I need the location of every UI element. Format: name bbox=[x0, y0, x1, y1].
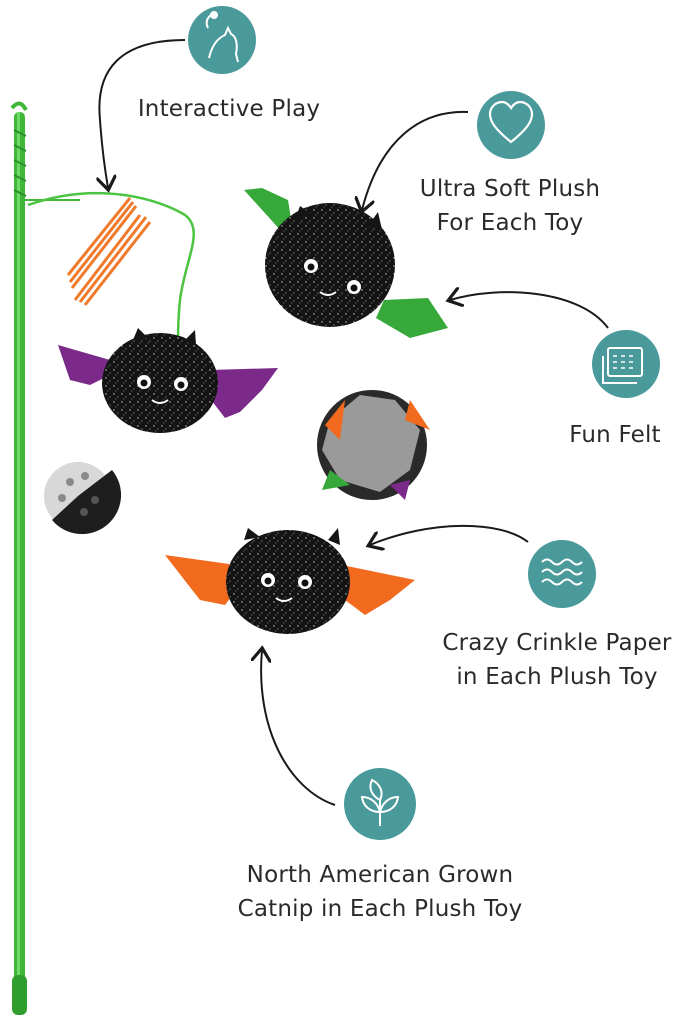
label-line: Crazy Crinkle Paper bbox=[442, 630, 672, 656]
arrow-ultra-soft-plush bbox=[362, 110, 469, 210]
label-fun-felt: Fun Felt bbox=[560, 418, 670, 452]
arrow-crazy-crinkle bbox=[370, 524, 529, 545]
badge-catnip bbox=[344, 768, 416, 840]
heart-icon bbox=[488, 100, 534, 144]
leaf-sprout-icon bbox=[360, 778, 400, 826]
label-line: in Each Plush Toy bbox=[456, 664, 658, 690]
arrow-interactive-play bbox=[99, 39, 186, 188]
label-line: Interactive Play bbox=[137, 96, 321, 122]
felt-sheets-icon bbox=[602, 347, 643, 384]
label-catnip: North American Grown Catnip in Each Plus… bbox=[228, 858, 532, 926]
label-crazy-crinkle: Crazy Crinkle Paper in Each Plush Toy bbox=[435, 626, 679, 694]
label-line: Catnip in Each Plush Toy bbox=[237, 896, 523, 922]
label-interactive-play: Interactive Play bbox=[118, 92, 340, 126]
label-line: North American Grown bbox=[246, 862, 514, 888]
label-line: Fun Felt bbox=[569, 422, 661, 448]
orange-bat-toy bbox=[165, 528, 415, 634]
wavy-lines-icon bbox=[541, 558, 583, 586]
arrow-fun-felt bbox=[450, 292, 609, 329]
label-line: For Each Toy bbox=[436, 210, 584, 236]
badge-interactive-play bbox=[188, 6, 256, 74]
purple-bat-toy bbox=[58, 328, 278, 433]
green-bat-toy bbox=[244, 188, 448, 338]
crinkle-ball-toy bbox=[317, 390, 430, 500]
badge-ultra-soft-plush bbox=[477, 91, 545, 159]
arrow-catnip bbox=[261, 650, 336, 806]
cat-playing-icon bbox=[205, 11, 239, 63]
callout-arrows bbox=[99, 39, 609, 806]
jingle-ball-toy bbox=[44, 462, 122, 535]
spring-toy bbox=[66, 197, 152, 306]
wand-toy bbox=[10, 101, 195, 1015]
badge-fun-felt bbox=[592, 330, 660, 398]
label-ultra-soft-plush: Ultra Soft Plush For Each Toy bbox=[400, 172, 620, 240]
label-line: Ultra Soft Plush bbox=[419, 176, 601, 202]
badge-crazy-crinkle bbox=[528, 540, 596, 608]
